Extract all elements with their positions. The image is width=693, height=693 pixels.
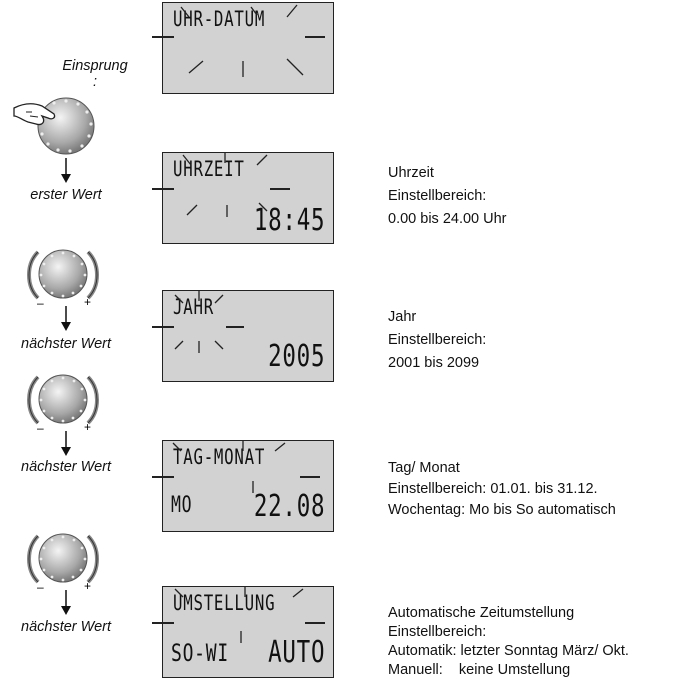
lcd-screen-tag-monat: TAG-MONAT MO 22.08 bbox=[162, 440, 334, 532]
rotary-knob-icon[interactable] bbox=[24, 530, 102, 592]
lcd-small-value: MO bbox=[171, 493, 193, 518]
description-line: Automatik: letzter Sonntag März/ Okt. bbox=[388, 643, 629, 659]
lcd-top-text: UHR-DATUM bbox=[173, 7, 266, 31]
lcd-screen-jahr: JAHR 2005 bbox=[162, 290, 334, 382]
lcd-big-value: AUTO bbox=[267, 635, 325, 670]
description-line: Manuell: keine Umstellung bbox=[388, 662, 571, 678]
lcd-screen-uhrzeit: UHRZEIT 18:45 bbox=[162, 152, 334, 244]
down-arrow-icon bbox=[61, 590, 71, 615]
description-line: Einstellbereich: bbox=[388, 332, 487, 348]
down-arrow-icon bbox=[61, 431, 71, 456]
description-tag-monat: Tag/ Monat Einstellbereich: 01.01. bis 3… bbox=[388, 458, 616, 521]
description-line: 2001 bis 2099 bbox=[388, 355, 480, 371]
lcd-lead-left bbox=[152, 188, 174, 190]
lcd-lead-right bbox=[305, 622, 325, 624]
step-label-1: erster Wert bbox=[30, 187, 102, 203]
blink-marks-icon bbox=[174, 587, 304, 643]
description-line: Einstellbereich: bbox=[388, 624, 487, 640]
push-knob-icon[interactable] bbox=[12, 92, 102, 162]
lcd-screen-uhr-datum: UHR-DATUM bbox=[162, 2, 334, 94]
rotary-knob-icon[interactable] bbox=[24, 371, 102, 433]
down-arrow-icon bbox=[61, 306, 71, 331]
description-line: Wochentag: Mo bis So automatisch bbox=[388, 502, 616, 518]
down-arrow-icon bbox=[61, 158, 71, 183]
lcd-top-text: UMSTELLUNG bbox=[173, 591, 276, 615]
lcd-lead-right bbox=[305, 36, 325, 38]
lcd-lead-left bbox=[152, 326, 174, 328]
lcd-lead-right bbox=[226, 326, 244, 328]
lcd-lead-left bbox=[152, 476, 174, 478]
lcd-top-text: UHRZEIT bbox=[173, 157, 245, 181]
description-line: Einstellbereich: 01.01. bis 31.12. bbox=[388, 481, 598, 497]
description-line: Uhrzeit bbox=[388, 165, 434, 181]
description-uhrzeit: Uhrzeit Einstellbereich: 0.00 bis 24.00 … bbox=[388, 162, 507, 231]
rotary-knob-icon[interactable] bbox=[24, 246, 102, 308]
description-line: Einstellbereich: bbox=[388, 188, 487, 204]
lcd-lead-right bbox=[270, 188, 290, 190]
blink-marks-icon bbox=[182, 153, 268, 217]
entry-label: Einsprung : bbox=[62, 58, 128, 90]
lcd-lead-right bbox=[300, 476, 320, 478]
description-umstellung: Automatische Zeitumstellung Einstellbere… bbox=[388, 604, 629, 680]
description-jahr: Jahr Einstellbereich: 2001 bis 2099 bbox=[388, 306, 486, 375]
blink-marks-icon bbox=[174, 291, 224, 353]
step-label-3: nächster Wert bbox=[21, 459, 111, 475]
lcd-lead-left bbox=[152, 36, 174, 38]
blink-marks-icon bbox=[172, 441, 286, 493]
lcd-top-text: TAG-MONAT bbox=[173, 445, 266, 469]
step-label-4: nächster Wert bbox=[21, 619, 111, 635]
description-line: Automatische Zeitumstellung bbox=[388, 605, 575, 621]
lcd-lead-left bbox=[152, 622, 174, 624]
lcd-big-value: 22.08 bbox=[253, 489, 325, 524]
description-line: Tag/ Monat bbox=[388, 460, 460, 476]
lcd-screen-umstellung: UMSTELLUNG SO-WI AUTO bbox=[162, 586, 334, 678]
step-label-2: nächster Wert bbox=[21, 336, 111, 352]
lcd-big-value: 2005 bbox=[267, 339, 325, 374]
lcd-small-value: SO-WI bbox=[171, 639, 229, 667]
description-line: 0.00 bis 24.00 Uhr bbox=[388, 211, 507, 227]
blink-marks-icon bbox=[180, 4, 304, 77]
description-line: Jahr bbox=[388, 309, 417, 325]
